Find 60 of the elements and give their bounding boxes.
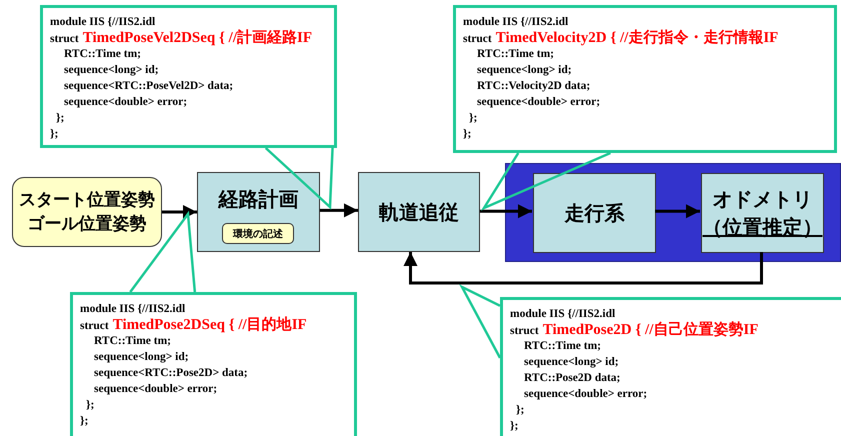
code-line: sequence<double> error;	[524, 388, 648, 400]
arrow	[320, 203, 358, 218]
arrow	[480, 204, 532, 218]
process-box	[197, 172, 320, 252]
code-line: RTC::Pose2D data;	[524, 372, 620, 384]
node-label: スタート位置姿勢	[19, 189, 155, 212]
code-line: RTC::Time tm;	[477, 48, 554, 60]
code-line: module IIS {//IIS2.idl	[463, 16, 568, 28]
code-line: sequence<long> id;	[94, 351, 189, 363]
arrow	[404, 252, 763, 284]
code-line: sequence<long> id;	[64, 64, 159, 76]
node-label: 環境の記述	[233, 227, 283, 240]
code-line: sequence<long> id;	[524, 356, 619, 368]
code-line: RTC::Velocity2D data;	[477, 80, 590, 92]
node-label: 走行系	[564, 200, 624, 227]
code-line: module IIS {//IIS2.idl	[50, 16, 156, 28]
process-box	[701, 173, 824, 253]
start-goal-box	[12, 177, 162, 247]
note-tag	[222, 223, 294, 244]
code-line: struct	[510, 325, 539, 337]
code-line: sequence<RTC::Pose2D> data;	[94, 367, 248, 379]
code-line: };	[516, 404, 524, 416]
process-box	[533, 173, 656, 253]
code-line: RTC::Time tm;	[94, 335, 171, 347]
process-box	[358, 172, 480, 252]
node-label: オドメトリ	[712, 186, 812, 213]
code-line: struct	[80, 320, 109, 332]
code-line: sequence<long> id;	[477, 64, 572, 76]
code-line: TimedVelocity2D { //走行指令・走行情報IF	[496, 30, 778, 46]
code-line: sequence<double> error;	[64, 96, 188, 108]
code-line: TimedPoseVel2DSeq { //計画経路IF	[82, 30, 312, 46]
code-line: };	[86, 399, 94, 411]
code-line: };	[56, 112, 64, 124]
callout-box	[453, 5, 837, 153]
code-line: TimedPose2DSeq { //目的地IF	[112, 317, 307, 333]
code-line: struct	[50, 33, 79, 45]
arrow	[655, 204, 700, 218]
arrow	[162, 205, 197, 219]
code-line: RTC::Time tm;	[64, 48, 141, 60]
node-label: （位置推定）	[702, 214, 822, 241]
system-band	[505, 163, 841, 262]
node-label: ゴール位置姿勢	[28, 213, 146, 236]
node-label: 軌道追従	[379, 199, 459, 226]
code-line: sequence<double> error;	[477, 96, 600, 108]
code-line: };	[80, 415, 88, 427]
code-line: sequence<double> error;	[94, 383, 218, 395]
code-line: TimedPose2D { //自己位置姿勢IF	[542, 322, 758, 338]
code-line: };	[469, 112, 478, 124]
code-line: module IIS {//IIS2.idl	[80, 303, 186, 315]
code-line: };	[463, 128, 472, 140]
node-label: 経路計画	[218, 186, 298, 213]
callout-box	[40, 5, 337, 148]
code-line: struct	[463, 33, 492, 45]
code-line: sequence<RTC::PoseVel2D> data;	[64, 80, 234, 92]
callout-box	[500, 297, 841, 436]
callout-box	[70, 292, 357, 436]
code-line: };	[510, 420, 518, 432]
code-line: module IIS {//IIS2.idl	[510, 308, 616, 320]
code-line: RTC::Time tm;	[524, 340, 601, 352]
code-line: };	[50, 128, 58, 140]
